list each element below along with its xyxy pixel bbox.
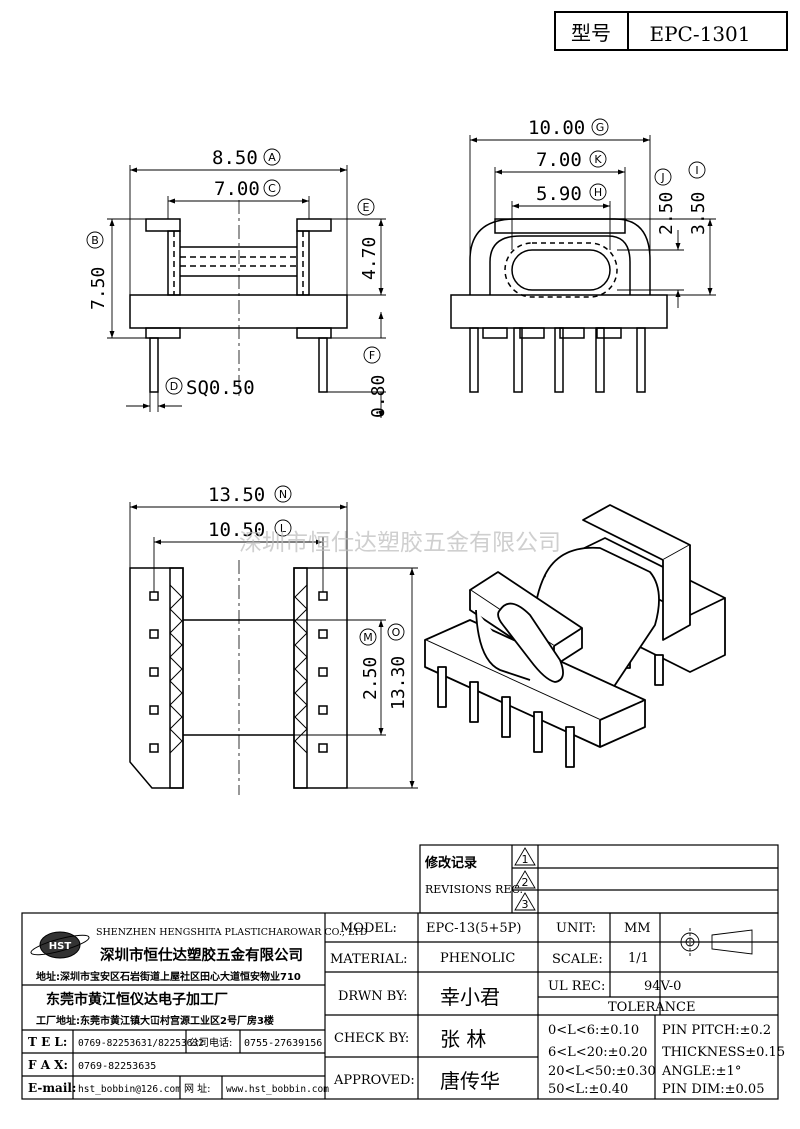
front-view-labels: 8.50 A 7.00 C 7.50 B 4.70 E 0.80 F D SQ0… — [86, 147, 389, 418]
watermark-text: 深圳市恒仕达塑胶五金有限公司 — [239, 530, 561, 556]
revisions-label-en: REVISIONS REC. — [425, 883, 523, 896]
dim-h-value: 5.90 — [536, 183, 582, 205]
dim-i-tag: I — [695, 164, 698, 177]
side-view — [450, 218, 668, 393]
company-name-cn: 深圳市恒仕达塑胶五金有限公司 — [100, 946, 303, 964]
web-value: www.hst_bobbin.com — [226, 1084, 329, 1095]
dim-n-value: 13.50 — [208, 484, 265, 506]
revision-mark-1: 1 — [522, 853, 529, 866]
factory-name: 东莞市黄江恒仪达电子加工厂 — [46, 991, 228, 1008]
dim-c-value: 7.00 — [214, 178, 260, 200]
dim-k-value: 7.00 — [536, 149, 582, 171]
tel-label: T E L: — [28, 1035, 67, 1049]
title-block-grid — [21, 912, 779, 1100]
scale-value: 1/1 — [628, 951, 649, 966]
dim-c-tag: C — [268, 182, 276, 195]
dim-g-value: 10.00 — [528, 117, 585, 139]
side-view-dimensions — [469, 135, 716, 308]
drawn-label: DRWN BY: — [338, 989, 407, 1004]
approved-label: APPROVED: — [333, 1073, 415, 1088]
title-fields: MODEL: EPC-13(5+5P) MATERIAL: PHENOLIC D… — [330, 921, 785, 1097]
dim-o-value: 13.30 — [388, 656, 409, 710]
dim-f-tag: F — [369, 349, 375, 362]
revision-mark-3: 3 — [522, 898, 529, 911]
bottom-view — [129, 560, 348, 795]
email-label: E-mail: — [28, 1081, 76, 1095]
dim-m-value: 2.50 — [360, 657, 381, 700]
dim-d-tag: D — [170, 380, 178, 393]
phone-label: 公司电话: — [189, 1036, 232, 1049]
front-view-dimensions — [107, 165, 386, 418]
tolerance-2: 6<L<20:±0.20 — [548, 1045, 647, 1060]
company-info: SHENZHEN HENGSHITA PLASTICHAROWAR CO., L… — [28, 927, 368, 1095]
company-logo: HST — [30, 931, 90, 959]
material-label: MATERIAL: — [330, 952, 407, 967]
model-label: MODEL: — [340, 921, 397, 936]
type-label: 型号 — [571, 21, 611, 45]
tolerance-1: 0<L<6:±0.10 — [548, 1023, 639, 1038]
unit-value: MM — [624, 921, 651, 936]
dim-e-value: 4.70 — [359, 237, 380, 280]
projection-symbol-icon — [676, 928, 753, 956]
factory-address: 工厂地址:东莞市黄江镇大冚村宫源工业区2号厂房3楼 — [36, 1014, 274, 1027]
tolerance-4: 50<L:±0.40 — [548, 1082, 628, 1097]
dim-o-tag: O — [392, 626, 401, 639]
scale-label: SCALE: — [552, 952, 603, 967]
dim-d-value: SQ0.50 — [186, 377, 255, 399]
dim-j-value: 2.50 — [656, 192, 677, 235]
drawn-value: 幸小君 — [440, 985, 500, 1009]
thickness: THICKNESS±0.15 — [662, 1045, 785, 1060]
dim-n-tag: N — [279, 488, 287, 501]
dim-b-tag: B — [91, 234, 99, 247]
tolerance-label: TOLERANCE — [608, 1000, 695, 1015]
email-value: hst_bobbin@126.com — [78, 1084, 181, 1095]
phone-value: 0755-27639156 — [244, 1038, 322, 1049]
pin-pitch: PIN PITCH:±0.2 — [662, 1023, 771, 1038]
dim-e-tag: E — [363, 201, 370, 214]
model-number: EPC-1301 — [649, 22, 750, 46]
dim-b-value: 7.50 — [88, 267, 109, 310]
dim-m-tag: M — [363, 631, 373, 644]
front-view — [129, 200, 348, 400]
dim-i-value: 3.50 — [688, 192, 709, 235]
ul-label: UL REC: — [548, 979, 605, 994]
angle: ANGLE:±1° — [661, 1064, 741, 1079]
approved-value: 唐传华 — [440, 1069, 500, 1093]
pin-dim: PIN DIM:±0.05 — [662, 1082, 764, 1097]
dim-l-value: 10.50 — [208, 519, 265, 541]
dim-h-tag: H — [594, 186, 602, 199]
unit-label: UNIT: — [556, 921, 596, 936]
header-box: 型号 EPC-1301 — [554, 11, 788, 51]
dim-a-value: 8.50 — [212, 147, 258, 169]
revisions-labels: 修改记录 REVISIONS REC. 1 2 3 — [424, 847, 536, 911]
material-value: PHENOLIC — [440, 951, 515, 966]
isometric-view — [424, 504, 726, 768]
web-label: 网 址: — [184, 1082, 211, 1095]
bottom-view-dimensions — [129, 502, 418, 789]
logo-text: HST — [49, 941, 72, 952]
fax-value: 0769-82253635 — [78, 1061, 156, 1072]
dim-f-value: 0.80 — [368, 375, 389, 418]
check-value: 张 林 — [440, 1027, 486, 1051]
dim-g-tag: G — [596, 121, 605, 134]
model-value: EPC-13(5+5P) — [426, 921, 521, 936]
revisions-label-cn: 修改记录 — [424, 855, 477, 871]
ul-value: 94V-0 — [644, 979, 681, 994]
dim-k-tag: K — [594, 153, 602, 166]
company-name-en: SHENZHEN HENGSHITA PLASTICHAROWAR CO., L… — [96, 927, 368, 938]
tolerance-3: 20<L<50:±0.30 — [548, 1064, 656, 1079]
revision-mark-2: 2 — [522, 876, 529, 889]
side-view-labels: 10.00 G 7.00 K 5.90 H 2.50 J 3.50 I — [528, 117, 709, 235]
dim-j-tag: J — [660, 171, 664, 184]
bottom-view-labels: 13.50 N 10.50 L 2.50 M 13.30 O — [208, 484, 409, 710]
dim-a-tag: A — [268, 151, 276, 164]
company-address: 地址:深圳市宝安区石岩街道上屋社区田心大道恒安物业710 — [36, 970, 301, 983]
fax-label: F A X: — [28, 1058, 68, 1072]
tel-value: 0769-82253631/82253632 — [78, 1038, 204, 1049]
dim-l-tag: L — [280, 522, 287, 535]
check-label: CHECK BY: — [334, 1031, 409, 1046]
